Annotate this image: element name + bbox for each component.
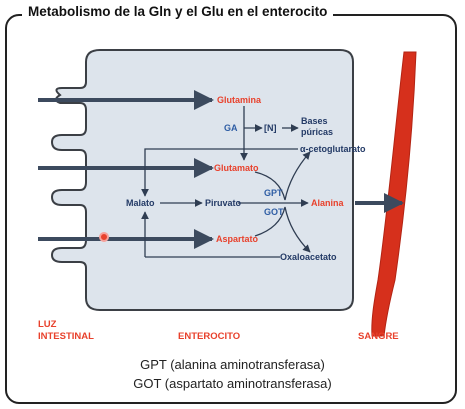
blood-vessel [371,51,417,337]
label-ga: GA [224,123,238,133]
label-glutamato: Glutamato [214,163,259,173]
enterocyte-cell [50,49,354,311]
label-cetoglutarato: α-cetoglutarato [300,144,366,154]
region-sangre: SANGRE [358,331,399,342]
label-oxaloacetato: Oxaloacetato [280,252,337,262]
label-piruvato: Piruvato [205,198,242,208]
label-aspartato: Aspartato [216,234,259,244]
footnote-got: GOT (aspartato aminotransferasa) [133,376,332,391]
region-intestinal: INTESTINAL [38,331,94,342]
cetoglutarato-loop-arrow [141,148,298,197]
region-enterocito: ENTEROCITO [178,331,240,342]
glutamato-to-cetoglutarato-arc [254,151,311,201]
label-n: [N] [264,123,277,133]
label-puricas: púricas [301,127,333,137]
label-gpt: GPT [264,188,283,198]
footnote-gpt: GPT (alanina aminotransferasa) [140,357,325,372]
label-got: GOT [264,207,284,217]
figure-title: Metabolismo de la Gln y el Glu en el ent… [22,4,334,19]
pointer-dot [99,232,109,242]
label-glutamina: Glutamina [217,95,262,105]
aspartato-to-oxaloacetato-arc [254,206,311,253]
label-alanina: Alanina [311,198,345,208]
label-bases: Bases [301,116,328,126]
region-luz: LUZ [38,319,57,330]
label-malato: Malato [126,198,155,208]
